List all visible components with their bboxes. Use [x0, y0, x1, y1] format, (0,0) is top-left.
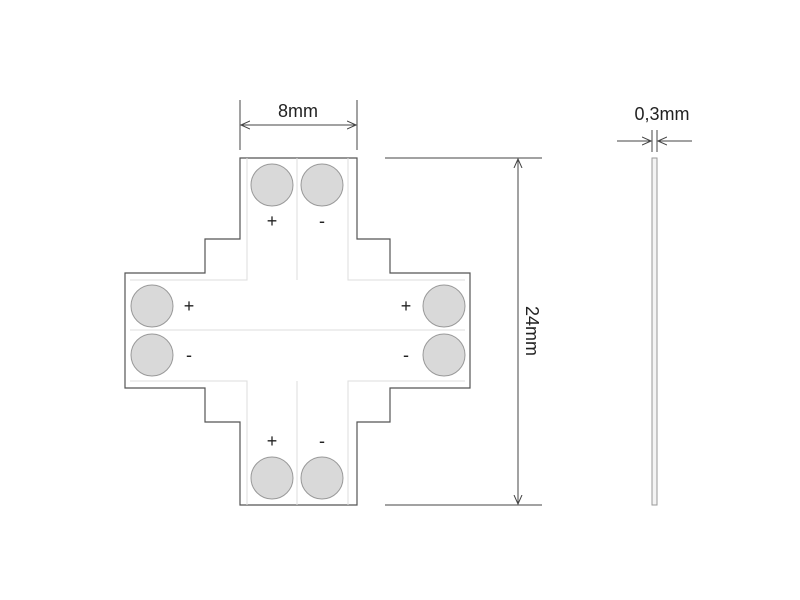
minus-label: - — [186, 345, 192, 365]
plus-label: + — [267, 211, 278, 231]
height-label: 24mm — [522, 306, 542, 356]
minus-label: - — [319, 431, 325, 451]
thickness-label: 0,3mm — [634, 104, 689, 124]
height-dimension: 24mm — [385, 157, 542, 506]
solder-pads — [130, 163, 466, 500]
width-dimension: 8mm — [239, 100, 358, 150]
minus-label: - — [319, 211, 325, 231]
thickness-view: 0,3mm — [617, 104, 692, 506]
plus-label: + — [401, 296, 412, 316]
width-label: 8mm — [278, 101, 318, 121]
plus-label: + — [267, 431, 278, 451]
plus-label: + — [184, 296, 195, 316]
minus-label: - — [403, 345, 409, 365]
inner-lines — [130, 158, 465, 505]
connector-outline — [124, 157, 471, 506]
